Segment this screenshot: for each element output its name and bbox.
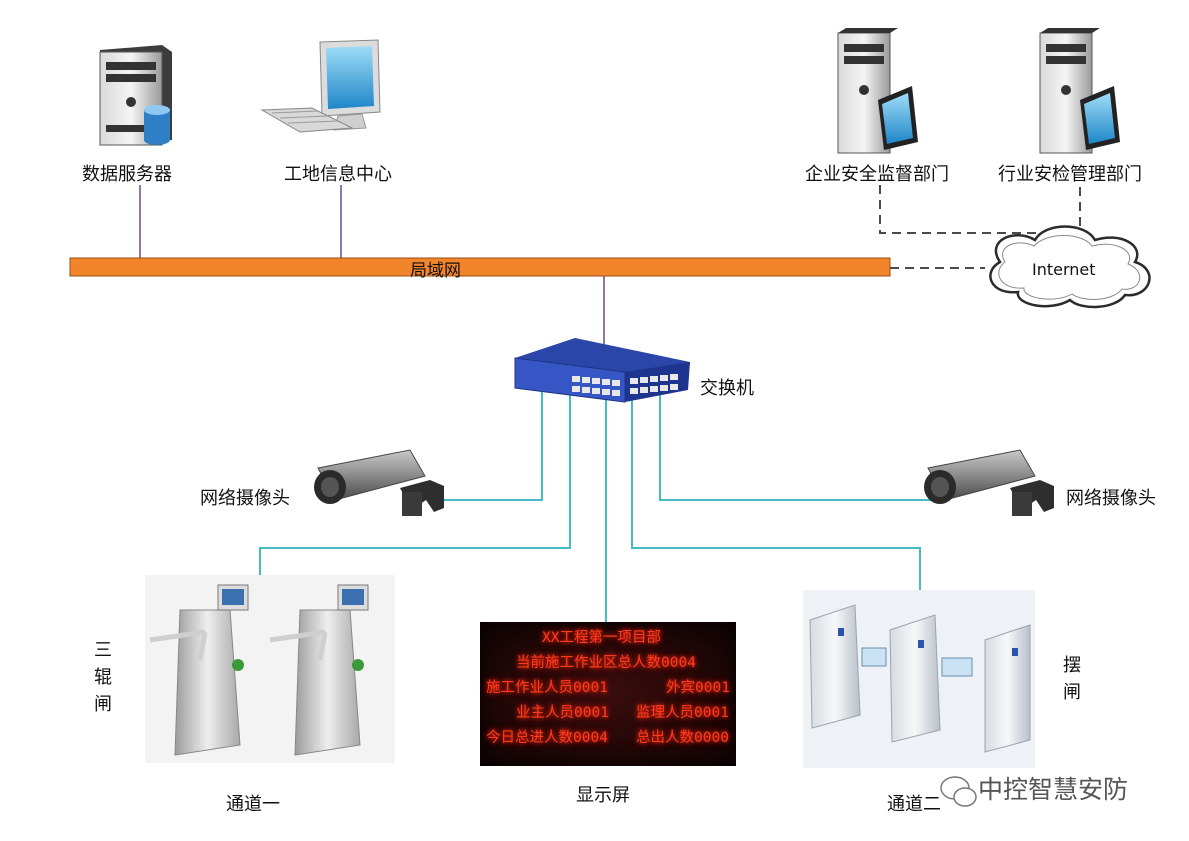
led-title: XX工程第一项目部	[542, 630, 661, 646]
enterprise-server-icon	[837, 28, 918, 154]
internet-cloud	[989, 225, 1151, 309]
industry-server-icon	[1039, 28, 1120, 154]
camera-gate-cables	[259, 385, 950, 622]
swing-gate-label: 摆 闸	[1063, 655, 1081, 703]
led-owners: 业主人员0001	[516, 705, 609, 721]
enterprise-safety-dept-label: 企业安全监督部门	[805, 164, 949, 185]
backbone-lines	[139, 185, 605, 352]
swing-gate-image	[803, 590, 1035, 768]
camera-left-label: 网络摄像头	[200, 488, 290, 509]
led-total-in-area: 当前施工作业区总人数0004	[516, 655, 696, 671]
channel-two-label: 通道二	[887, 794, 941, 815]
dashed-links	[879, 185, 1081, 269]
camera-right-icon	[924, 449, 1054, 516]
data-server-label: 数据服务器	[82, 164, 172, 185]
led-visitors: 外宾0001	[666, 680, 730, 696]
lan-bar	[69, 257, 891, 277]
led-workers: 施工作业人员0001	[486, 680, 608, 696]
data-server-icon	[99, 45, 172, 146]
display-label: 显示屏	[576, 785, 630, 806]
switch-label: 交换机	[700, 378, 754, 399]
industry-safety-dept-label: 行业安检管理部门	[998, 164, 1142, 185]
led-supervisors: 监理人员0001	[636, 705, 729, 721]
camera-left-icon	[314, 449, 444, 516]
wechat-icon	[940, 776, 977, 807]
channel-one-label: 通道一	[226, 794, 280, 815]
site-info-center-label: 工地信息中心	[284, 164, 392, 185]
lan-label: 局域网	[410, 261, 461, 281]
watermark-text: 中控智慧安防	[978, 775, 1129, 804]
camera-right-label: 网络摄像头	[1066, 488, 1156, 509]
tripod-gate-label: 三 辊 闸	[94, 640, 112, 715]
led-total-in-today: 今日总进人数0004	[486, 730, 608, 746]
tripod-turnstile-image	[145, 575, 395, 763]
workstation-icon	[260, 39, 381, 133]
led-display-screen: XX工程第一项目部 当前施工作业区总人数0004 施工作业人员0001 外宾00…	[480, 622, 736, 766]
switch-icon	[514, 338, 690, 403]
internet-label: Internet	[1032, 260, 1096, 279]
led-total-out-today: 总出人数0000	[636, 730, 729, 746]
